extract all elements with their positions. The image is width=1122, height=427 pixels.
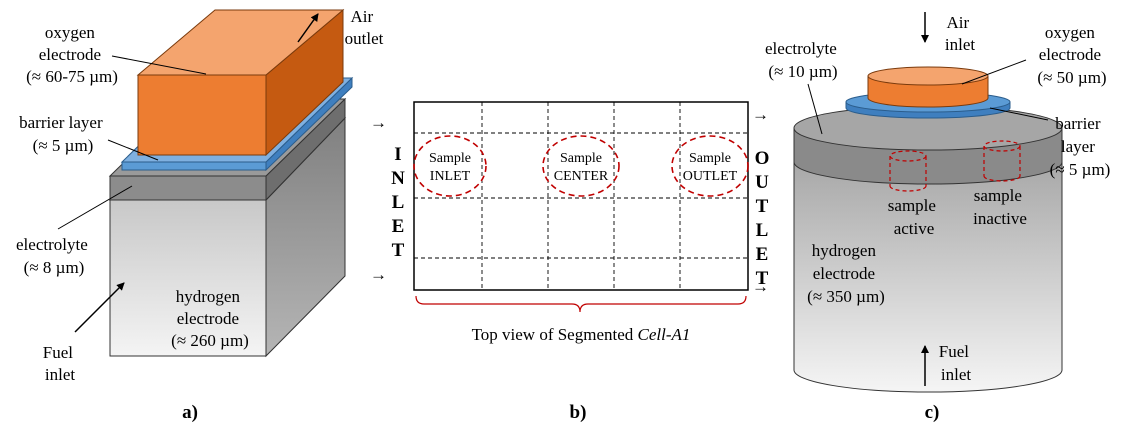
fuel-inlet-arrow-a (74, 282, 125, 333)
barrier-layer-front (121, 161, 267, 171)
oxygen-electrode-label: oxygen electrode (≈ 60-75 µm) (26, 23, 118, 86)
oxygen-electrode-top (136, 9, 345, 76)
segment-grid (414, 102, 748, 290)
barrier-leader (107, 139, 159, 161)
barrier-layer-label: barrier layer (≈ 5 µm) (19, 113, 107, 155)
svg-text:O: O (755, 148, 770, 169)
hydrogen-electrode-label-a: hydrogen electrode (≈ 260 µm) (171, 287, 249, 350)
electrolyte-label-a: electrolyte (≈ 8 µm) (16, 235, 92, 277)
panel-c-caption: c) (925, 402, 940, 423)
outlet-arrow-top: → (752, 105, 769, 124)
fuel-inlet-label-c: Fuel inlet (939, 342, 973, 384)
inlet-arrow-bottom: → (370, 265, 387, 284)
inlet-vertical-label: I N L E T (391, 144, 405, 261)
panel-a-caption: a) (182, 402, 198, 423)
barrier-layer-label-c: barrier layer (≈ 5 µm) (1050, 114, 1111, 179)
electrolyte-leader-c (807, 83, 823, 135)
svg-text:N: N (391, 168, 405, 189)
sample-inactive-label: sample inactive (973, 186, 1027, 228)
fuel-inlet-label-a: Fuel inlet (43, 343, 77, 384)
svg-text:L: L (756, 220, 769, 241)
oxygen-leader (111, 55, 207, 75)
electrolyte-label-c: electrolyte (≈ 10 µm) (765, 39, 841, 81)
svg-text:U: U (755, 172, 769, 193)
inlet-arrow-top: → (370, 113, 387, 132)
top-view-label: Top view of Segmented Cell-A1 (472, 325, 691, 344)
sample-active-cylinder (889, 150, 927, 192)
oxygen-electrode-front (137, 74, 267, 156)
air-outlet-arrow (297, 13, 319, 43)
svg-text:E: E (392, 216, 405, 237)
air-inlet-label: Air inlet (945, 13, 975, 54)
hydrogen-electrode-front (109, 199, 267, 357)
svg-text:E: E (756, 244, 769, 265)
air-outlet-label: Air outlet (345, 7, 384, 48)
sample-active-label: sample active (888, 196, 940, 238)
bottom-brace (415, 295, 747, 313)
svg-text:T: T (392, 240, 405, 261)
svg-text:T: T (756, 268, 769, 289)
outlet-vertical-label: O U T L E T (755, 148, 770, 289)
hydrogen-electrode-label-c: hydrogen electrode (≈ 350 µm) (807, 241, 885, 306)
barrier-leader-c (989, 107, 1049, 121)
svg-text:I: I (394, 144, 401, 165)
outlet-arrow-bottom: → (752, 277, 769, 296)
oxygen-electrode-label-c: oxygen electrode (≈ 50 µm) (1037, 23, 1106, 87)
svg-text:L: L (392, 192, 405, 213)
sample-inactive-cylinder (983, 140, 1021, 182)
hydrogen-electrode-cylinder (793, 161, 1063, 393)
svg-text:T: T (756, 196, 769, 217)
panel-a-cell-stack: Air outlet oxygen electrode (≈ 60-75 µm)… (16, 7, 384, 384)
panel-c-button-cell: Air inlet electrolyte (≈ 10 µm) oxygen e… (765, 12, 1111, 393)
electrolyte-layer-front (109, 175, 267, 201)
panel-b-caption: b) (570, 402, 587, 423)
oxygen-leader-c (961, 59, 1027, 85)
oxygen-disk-top (867, 66, 989, 86)
electrolyte-leader-a (57, 185, 133, 230)
